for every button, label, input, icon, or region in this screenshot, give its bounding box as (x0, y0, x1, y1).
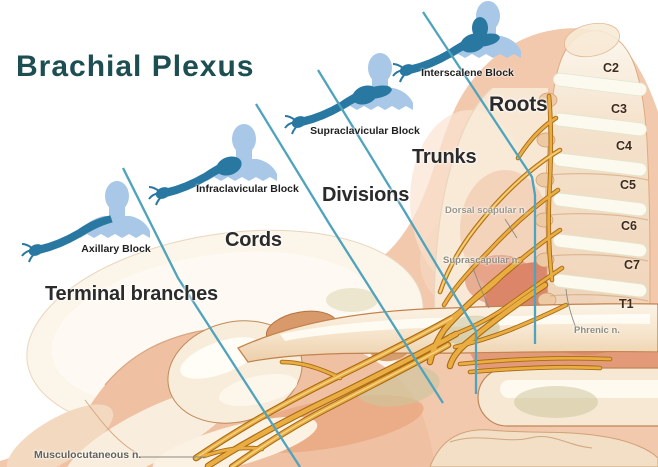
label-divisions: Divisions (322, 184, 410, 206)
block-boundary-lines (121, 11, 537, 467)
label-axillary-block: Axillary Block (81, 243, 151, 255)
label-dorsal-scapular-nerve: Dorsal scapular n. (445, 205, 528, 216)
line-divisions-trunks (317, 69, 478, 394)
label-phrenic-nerve: Phrenic n. (574, 325, 620, 336)
label-vertebra-c2: C2 (603, 61, 619, 75)
label-vertebra-c7: C7 (624, 258, 640, 272)
label-vertebra-c6: C6 (621, 219, 637, 233)
line-terminal-cords (121, 167, 301, 467)
plexus-nerves (192, 93, 613, 467)
label-vertebra-c5: C5 (620, 178, 636, 192)
label-musculocutaneous-nerve: Musculocutaneous n. (34, 449, 142, 461)
page-title: Brachial Plexus (16, 50, 255, 83)
label-supraclavicular-block: Supraclavicular Block (310, 125, 420, 137)
label-infraclavicular-block: Infraclavicular Block (196, 183, 299, 195)
pointer-lines (137, 218, 577, 458)
figure-interscalene (392, 1, 521, 83)
line-cords-divisions (255, 103, 444, 404)
label-roots: Roots (489, 93, 548, 116)
line-trunks-roots (422, 11, 537, 344)
label-vertebra-t1: T1 (619, 297, 634, 311)
label-terminal-branches: Terminal branches (45, 283, 218, 305)
label-interscalene-block: Interscalene Block (421, 67, 514, 79)
label-cords: Cords (225, 229, 282, 251)
label-trunks: Trunks (412, 146, 477, 168)
label-suprascapular-nerve: Suprascapular n. (443, 255, 521, 266)
figure-supraclavicular (284, 53, 413, 135)
label-vertebra-c3: C3 (611, 102, 627, 116)
label-vertebra-c4: C4 (616, 139, 632, 153)
figure-infraclavicular (148, 124, 277, 206)
